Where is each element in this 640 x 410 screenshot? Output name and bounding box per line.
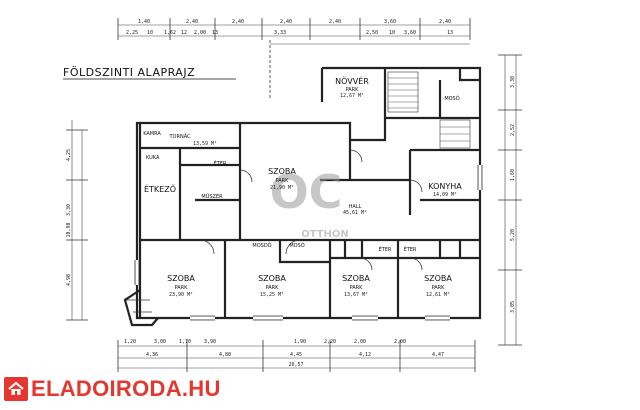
door-swings <box>199 149 423 271</box>
room-szoba-3-floor: PARK <box>350 285 364 291</box>
dimension-label: 4,47 <box>432 352 444 358</box>
room-szoba-4-floor: PARK <box>432 285 446 291</box>
watermark-text: OTTHON <box>301 229 349 240</box>
right-dimensions: 3,30 2,52 1,60 5,20 3,05 <box>510 76 516 313</box>
room-szoba-top-area: 21,90 M² <box>270 185 294 191</box>
left-dimension-lines <box>66 120 88 321</box>
dimension-label: 2,00 <box>394 339 406 345</box>
dimension-label: 2,52 <box>510 124 516 136</box>
dimension-label: 4,80 <box>219 352 231 358</box>
dimension-label: 2,50 <box>366 30 378 36</box>
dimension-label: 4,90 <box>66 274 72 286</box>
brand-logo: ELADOIRODA.HU <box>4 374 244 404</box>
room-eter1-name: ÉTER <box>214 159 227 167</box>
dimension-label: 10 <box>389 30 395 36</box>
room-muszer-name: MŰSZER <box>201 193 223 200</box>
room-tornac-name: TORNÁC <box>168 133 191 140</box>
dimension-label: 2,40 <box>186 19 198 25</box>
right-dimension-lines <box>498 54 522 346</box>
total-dimension: 26,57 <box>288 362 303 368</box>
dimension-label: 5,20 <box>510 229 516 241</box>
dimension-label: 2,40 <box>232 19 244 25</box>
room-szoba-1-area: 23,90 M² <box>169 292 193 298</box>
room-kamra-name: KAMRA <box>143 131 161 137</box>
watermark: OC OTTHON <box>270 165 349 240</box>
dimension-label: 10 <box>147 30 153 36</box>
dimension-label: 12 <box>181 30 187 36</box>
room-szoba-top-name: SZOBA <box>268 167 296 176</box>
dimension-label: 3,60 <box>404 30 416 36</box>
room-eter2-name: ÉTER <box>379 245 392 253</box>
plan-title: FÖLDSZINTI ALAPRAJZ <box>63 66 195 79</box>
left-dimensions: 4,25 3,30 10,90 4,90 <box>66 149 72 286</box>
room-etkezo-name: ÉTKEZŐ <box>144 183 176 194</box>
bottom-dimensions-row-1: 4,36 4,80 4,45 4,12 4,47 <box>146 352 444 358</box>
room-moso2-name: MOSÓ <box>289 242 304 249</box>
dimension-label: 3,30 <box>66 204 72 216</box>
room-szoba-top-floor: PARK <box>276 178 290 184</box>
dimension-label: 3,90 <box>204 339 216 345</box>
room-szoba-4-name: SZOBA <box>424 274 452 283</box>
dimension-label: 2,20 <box>324 339 336 345</box>
dimension-label: 2,00 <box>194 30 206 36</box>
room-novver-floor: PARK <box>346 87 360 93</box>
bottom-dimensions-row-2: 1,20 3,00 1,70 3,90 1,90 2,20 2,00 2,00 <box>124 339 406 345</box>
room-szoba-2-name: SZOBA <box>258 274 286 283</box>
room-szoba-3-name: SZOBA <box>342 274 370 283</box>
dimension-label: 3,05 <box>510 301 516 313</box>
room-novver-name: NÖVVÉR <box>335 75 369 86</box>
house-icon <box>4 377 28 401</box>
dimension-label: 2,00 <box>354 339 366 345</box>
room-konyha-area: 14,09 M² <box>433 192 457 198</box>
dimension-label: 1,20 <box>124 339 136 345</box>
room-hall-area: 45,61 M² <box>343 210 367 216</box>
dimension-label: 2,25 <box>126 30 138 36</box>
dimension-label: 1,70 <box>179 339 191 345</box>
watermark-logo-mark: OC <box>270 165 343 219</box>
dimension-label: 2,40 <box>329 19 341 25</box>
room-eter3-name: ÉTER <box>404 245 417 253</box>
dimension-label: 1,90 <box>294 339 306 345</box>
dimension-label: 13 <box>447 30 453 36</box>
top-dimensions-row-1: 1,40 2,40 2,40 2,40 2,40 3,60 2,40 <box>138 19 451 25</box>
room-moso-name: MOSÓ <box>444 95 459 102</box>
room-tornac-area: 13,59 M² <box>193 141 217 147</box>
room-szoba-1-name: SZOBA <box>167 274 195 283</box>
room-szoba-2-area: 15,25 M² <box>260 292 284 298</box>
room-mosdo-name: MOSDÓ <box>252 242 271 249</box>
room-kuka-name: KUKA <box>146 155 160 161</box>
dimension-label: 3,30 <box>510 76 516 88</box>
room-konyha-name: KONYHA <box>428 182 462 191</box>
room-szoba-4-area: 12,61 M² <box>426 292 450 298</box>
dimension-label: 13 <box>212 30 218 36</box>
dimension-label: 4,36 <box>146 352 158 358</box>
top-dimensions-row-2: 2,25 10 1,62 12 2,00 13 3,33 2,50 10 3,60 13 <box>126 30 453 36</box>
brand-name: ELADOIRODA.HU <box>31 376 221 401</box>
dimension-label: 1,40 <box>138 19 150 25</box>
dimension-label: 1,60 <box>510 169 516 181</box>
dimension-label: 3,60 <box>384 19 396 25</box>
dimension-label: 2,40 <box>439 19 451 25</box>
room-hall-name: HALL <box>349 204 362 210</box>
dimension-label: 2,40 <box>280 19 292 25</box>
room-szoba-2-floor: PARK <box>266 285 280 291</box>
room-novver-area: 12,67 M² <box>340 93 364 99</box>
dimension-label: 4,12 <box>359 352 371 358</box>
windows <box>134 165 483 321</box>
room-szoba-3-area: 13,67 M² <box>344 292 368 298</box>
dimension-label: 10,90 <box>66 222 72 237</box>
dimension-label: 4,25 <box>66 149 72 161</box>
dimension-label: 3,00 <box>154 339 166 345</box>
room-szoba-1-floor: PARK <box>175 285 189 291</box>
dimension-label: 4,45 <box>290 352 302 358</box>
top-dimension-lines <box>117 18 471 100</box>
room-labels: TORNÁC 13,59 M² KUKA ÉTER SZOBA PARK 21,… <box>143 75 462 298</box>
stair-hatch <box>387 71 471 149</box>
bottom-dimension-lines <box>117 340 476 372</box>
dimension-label: 1,62 <box>164 30 176 36</box>
dimension-label: 3,33 <box>274 30 286 36</box>
